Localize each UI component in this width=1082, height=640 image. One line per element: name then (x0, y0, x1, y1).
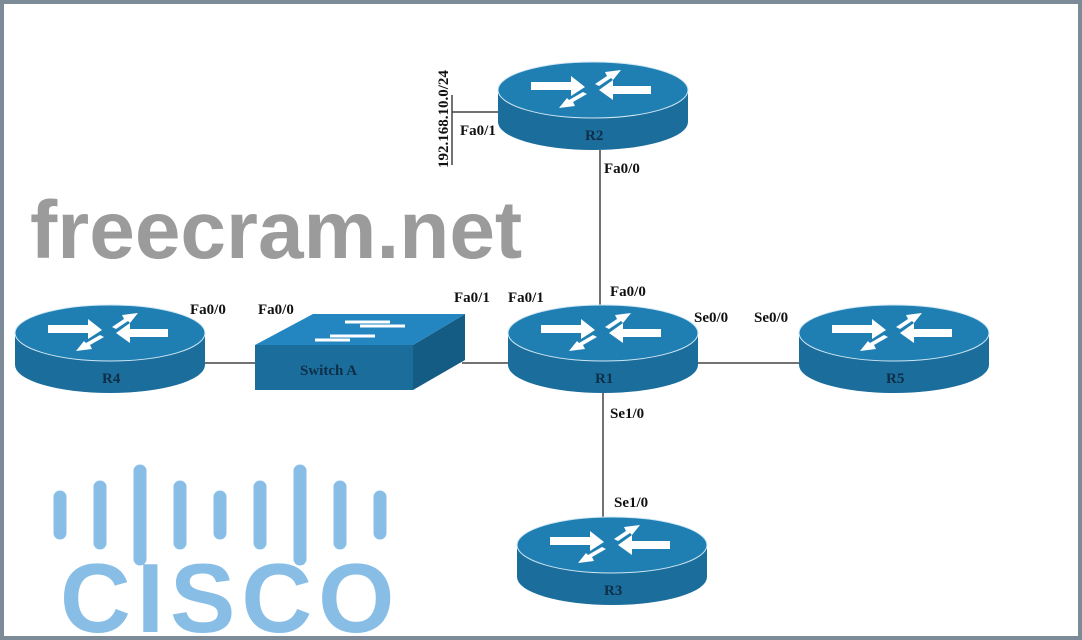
subnet-label: 192.168.10.0/24 (436, 70, 452, 168)
switch-a[interactable]: Switch A (255, 314, 465, 390)
router-label: R4 (102, 371, 121, 387)
if-r1-r3: Se1/0 (610, 406, 644, 422)
if-r3-r1: Se1/0 (614, 495, 648, 511)
router-r2[interactable]: R2 (497, 61, 689, 150)
if-sw-r4: Fa0/0 (258, 302, 294, 318)
freecram-watermark: freecram.net (30, 185, 522, 276)
router-label: R3 (604, 583, 622, 599)
router-r5[interactable]: R5 (798, 304, 990, 393)
router-r1[interactable]: R1 (507, 304, 699, 393)
router-top (14, 304, 206, 362)
if-sw-r1: Fa0/1 (454, 290, 490, 306)
if-r1-sw: Fa0/1 (508, 290, 544, 306)
switch-label: Switch A (300, 363, 357, 379)
router-top (497, 61, 689, 119)
router-r4[interactable]: R4 (14, 304, 206, 393)
if-r5-r1: Se0/0 (754, 310, 788, 326)
switch-top (255, 314, 465, 345)
router-r3[interactable]: R3 (516, 516, 708, 605)
router-label: R2 (585, 128, 603, 144)
router-arrows-icon (550, 525, 670, 563)
router-label: R5 (886, 371, 904, 387)
router-label: R1 (595, 371, 613, 387)
switch-body-front (255, 345, 413, 390)
if-r1-r5: Se0/0 (694, 310, 728, 326)
router-arrows-icon (541, 313, 661, 351)
cisco-logo-watermark: CISCO (53, 464, 400, 636)
router-arrows-icon (48, 313, 168, 351)
router-arrows-icon (832, 313, 952, 351)
svg-text:CISCO: CISCO (60, 543, 400, 636)
router-top (516, 516, 708, 574)
switch-arrows-icon (315, 320, 405, 342)
router-arrows-icon (531, 70, 651, 108)
router-top (507, 304, 699, 362)
switch-body-side (413, 314, 465, 390)
if-r4-sw: Fa0/0 (190, 302, 226, 318)
if-r1-r2: Fa0/0 (610, 284, 646, 300)
router-top (798, 304, 990, 362)
if-r2-subnet: Fa0/1 (460, 123, 496, 139)
if-r2-r1: Fa0/0 (604, 161, 640, 177)
